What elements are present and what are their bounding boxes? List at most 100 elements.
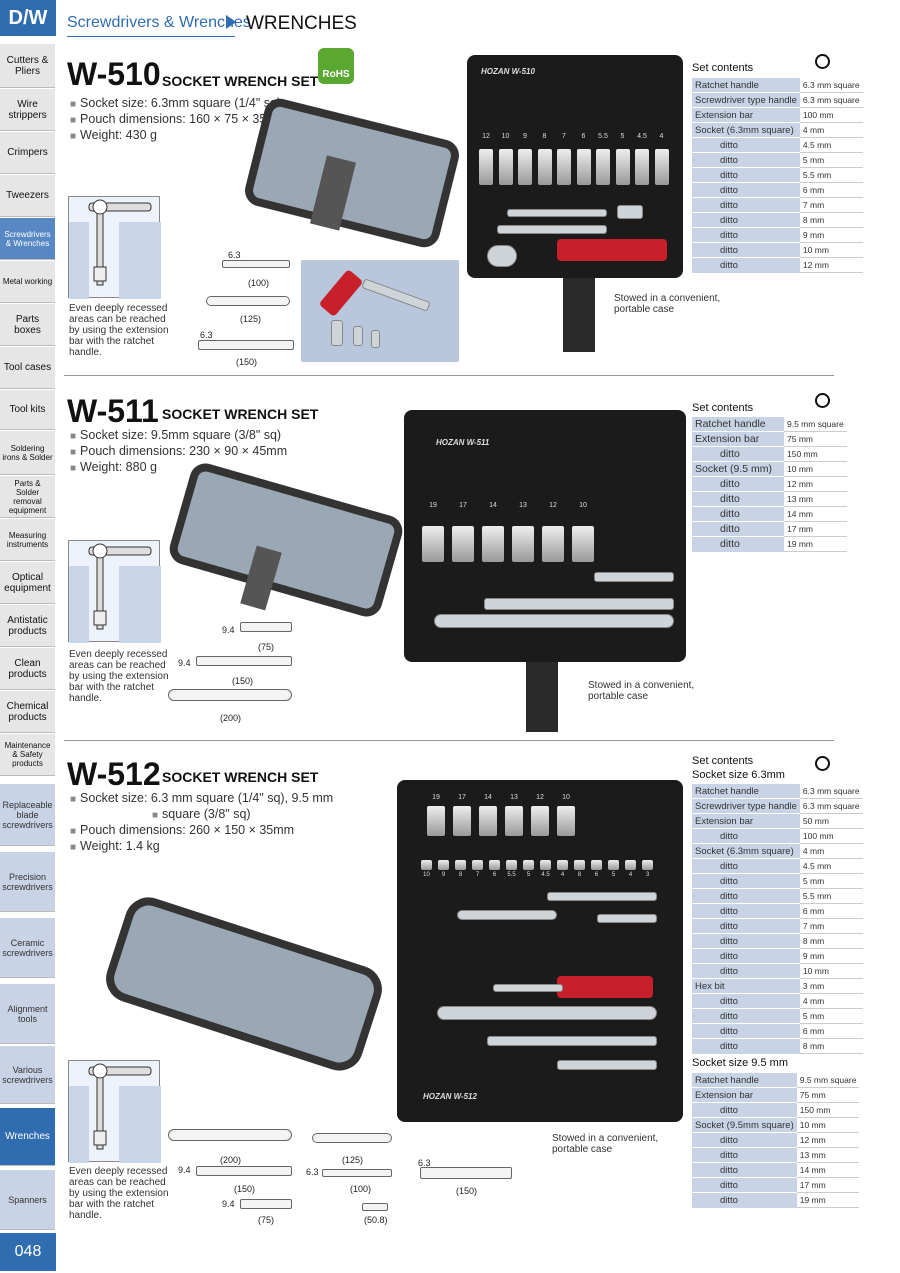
socket-size-label: 5 [611, 872, 616, 878]
sidebar-item[interactable]: Tweezers [0, 175, 55, 217]
dimension-label: 9.4 [222, 625, 235, 635]
item-name: Socket (6.3mm square) [692, 843, 800, 859]
item-name: ditto [692, 506, 784, 522]
socket [453, 806, 471, 836]
sidebar-subitem[interactable]: Replaceable blade screwdrivers [0, 784, 55, 846]
item-name: Extension bar [692, 107, 800, 123]
socket-size-label: 19 [429, 502, 437, 509]
socket-size-label: 8 [542, 133, 547, 140]
item-size: 100 mm [799, 107, 863, 123]
sidebar-item[interactable]: Parts & Solder removal equipment [0, 476, 55, 518]
sidebar-item[interactable]: Antistatic products [0, 605, 55, 647]
item-name: ditto [692, 888, 800, 904]
socket-size-label: 7 [562, 133, 566, 140]
model-title-w511: SOCKET WRENCH SET [162, 406, 319, 422]
table-row: Socket (9.5mm square)10 mm [692, 1117, 860, 1133]
socket [498, 149, 513, 185]
sidebar-item[interactable]: Wire strippers [0, 89, 55, 131]
socket [591, 860, 602, 870]
sidebar-item[interactable]: Optical equipment [0, 562, 55, 604]
sidebar-subitem[interactable]: Ceramic screwdrivers [0, 918, 55, 978]
item-name: ditto [692, 242, 800, 258]
extension-bar-drawing [322, 1169, 392, 1177]
dimension-label: (150) [236, 357, 258, 367]
item-name: Hex bit [692, 978, 800, 994]
item-size: 4.5 mm [799, 137, 863, 153]
socket-size-label: 19 [432, 794, 440, 801]
extension-bar-drawing [196, 1166, 292, 1176]
item-size: 100 mm [799, 828, 863, 844]
socket-size-label: 9 [441, 872, 446, 878]
item-name: ditto [692, 1177, 797, 1193]
socket [557, 149, 571, 185]
spec-line: Weight: 880 g [70, 460, 287, 476]
item-size: 4.5 mm [799, 858, 863, 874]
spec-line: Weight: 430 g [70, 128, 287, 144]
item-name: Ratchet handle [692, 1072, 797, 1088]
item-size: 150 mm [784, 446, 847, 462]
socket-size-label: 8 [577, 872, 582, 878]
sidebar-item[interactable]: Tool cases [0, 347, 55, 389]
stowed-note: Stowed in a convenient, portable case [614, 293, 721, 315]
ratchet-drawing [206, 296, 290, 306]
sidebar-subitem[interactable]: Various screwdrivers [0, 1046, 55, 1104]
socket-size-label: 6 [594, 872, 599, 878]
sidebar-subitem[interactable]: Precision screwdrivers [0, 852, 55, 912]
socket [427, 806, 445, 836]
dimension-label: 9.4 [178, 1165, 191, 1175]
dimension-label: (200) [220, 713, 242, 723]
dimension-label: (125) [240, 314, 262, 324]
sidebar-item[interactable]: Tool kits [0, 390, 55, 430]
item-size: 6 mm [799, 182, 863, 198]
item-size: 17 mm [796, 1177, 860, 1193]
socket [615, 149, 630, 185]
item-size: 8 mm [799, 933, 863, 949]
socket [472, 860, 483, 870]
item-size: 10 mm [799, 242, 863, 258]
socket-size-label: 17 [459, 502, 467, 509]
sidebar-item[interactable]: Clean products [0, 648, 55, 690]
sidebar-item[interactable]: Maintenance & Safety products [0, 734, 55, 776]
spec-line: Pouch dimensions: 160 × 75 × 35mm [70, 112, 287, 128]
breadcrumb[interactable]: Screwdrivers & Wrenches [67, 14, 251, 31]
sidebar-item[interactable]: Cutters & Pliers [0, 44, 55, 88]
item-name: Ratchet handle [692, 783, 800, 799]
sidebar-subitem[interactable]: Alignment tools [0, 984, 55, 1044]
sidebar-subitem[interactable]: Spanners [0, 1170, 55, 1230]
set-contents-label: Set contents [692, 755, 754, 767]
item-size: 9.5 mm square [784, 416, 847, 432]
sidebar-item[interactable]: Parts boxes [0, 304, 55, 346]
item-name: Extension bar [692, 431, 784, 447]
item-size: 17 mm [784, 521, 847, 537]
sidebar-item[interactable]: Crimpers [0, 132, 55, 174]
sidebar-subitem-current[interactable]: Wrenches [0, 1108, 55, 1166]
socket-size-label: 5.5 [598, 133, 608, 140]
sidebar-item-current[interactable]: Screwdrivers & Wrenches [0, 218, 55, 260]
stowed-note: Stowed in a convenient, portable case [588, 680, 695, 702]
item-size: 4 mm [799, 843, 863, 859]
sidebar-item[interactable]: Metal working [0, 261, 55, 303]
hex-socket-icon [815, 756, 830, 771]
dimension-label: 6.3 [228, 250, 241, 260]
stowed-note: Stowed in a convenient, portable case [552, 1133, 659, 1155]
item-name: ditto [692, 1192, 797, 1208]
socket-size-label: 8 [458, 872, 463, 878]
sidebar-item[interactable]: Soldering irons & Solder [0, 431, 55, 475]
sidebar-item[interactable]: Measuring instruments [0, 519, 55, 561]
sidebar-item[interactable]: Chemical products [0, 691, 55, 733]
socket [479, 149, 493, 185]
screwdriver-handle-drawing [420, 1167, 512, 1179]
dimension-label: 6.3 [418, 1158, 431, 1168]
socket-size-label: 17 [458, 794, 466, 801]
